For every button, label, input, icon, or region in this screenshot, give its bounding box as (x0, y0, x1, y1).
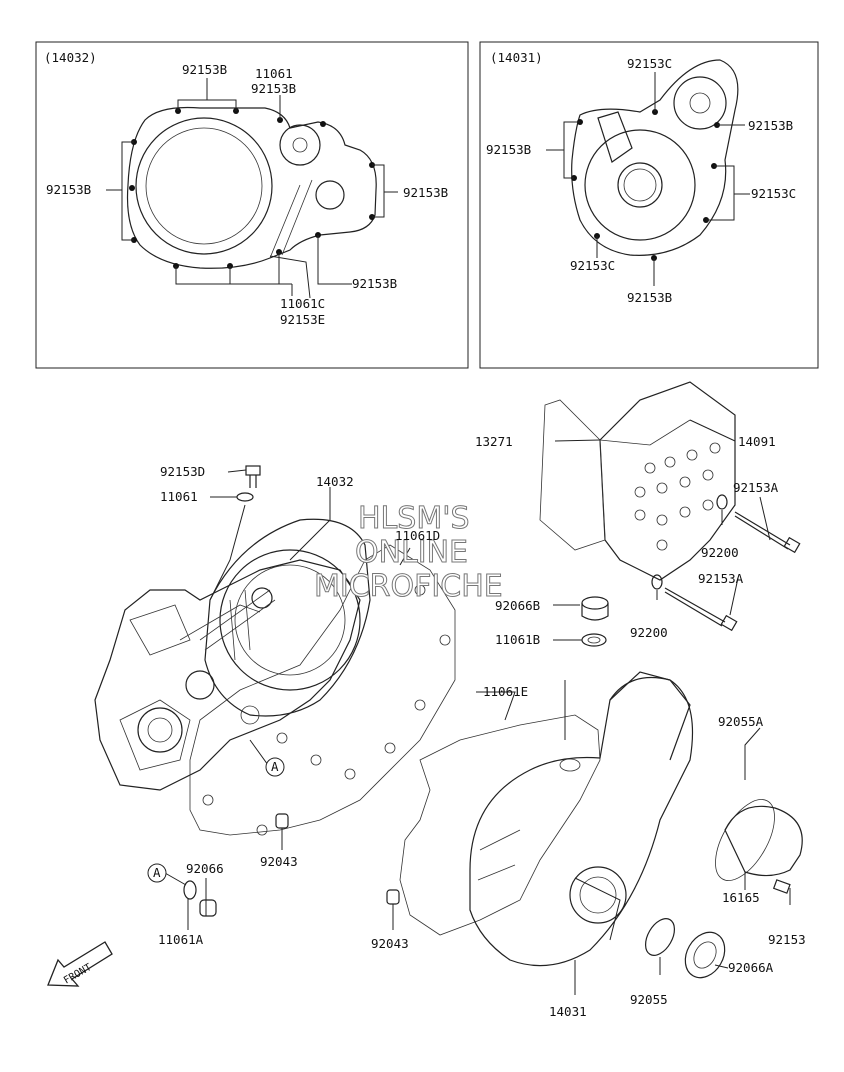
watermark-line3: MICROFICHE (314, 569, 503, 604)
cover-bolts-drawing (651, 494, 801, 632)
label-11061: 11061 (160, 489, 198, 504)
label-14091: 14091 (738, 434, 776, 449)
inset-left: (14032) 92153B 11061 (35, 41, 469, 369)
inset-left-label-bottom-right: 92153B (352, 276, 397, 291)
inset-left-label-left: 92153B (46, 182, 91, 197)
inset-left-oil-filter (279, 124, 321, 166)
marker-a-1: A (265, 757, 285, 777)
watermark-line2: ONLINE (355, 535, 468, 570)
label-11061E: 11061E (483, 684, 528, 699)
inset-right-label-bottom: 92153B (627, 290, 672, 305)
inset-right-stator-hub-inner (623, 168, 657, 202)
part-labels: 13271 14091 92153D 11061 14032 11061D 92… (158, 434, 806, 1019)
front-arrow: FRONT (47, 941, 113, 987)
plug-drawing (581, 596, 609, 647)
marker-a-2: A (147, 863, 167, 883)
marker-a-1-label: A (271, 759, 279, 774)
inset-right-label-right-upper: 92153B (748, 118, 793, 133)
watermark-line1: HLSM'S (358, 501, 470, 536)
inset-left-title: (14032) (44, 50, 97, 65)
main-leaders (164, 419, 791, 995)
inset-right: (14031) 92153C 92153B 92153B 92153C 9215… (479, 41, 819, 369)
inset-right-gear-housing (673, 76, 727, 130)
label-92066A: 92066A (728, 960, 774, 975)
seal-plug-drawing (644, 918, 726, 979)
inset-right-stator-hub (617, 162, 663, 208)
label-92055: 92055 (630, 992, 668, 1007)
label-92066: 92066 (186, 861, 224, 876)
label-92043-2: 92043 (371, 936, 409, 951)
label-92043-1: 92043 (260, 854, 298, 869)
inset-left-label-right: 92153B (403, 185, 448, 200)
inset-left-clutch-ring (135, 117, 273, 255)
inset-right-title: (14031) (490, 50, 543, 65)
inset-left-leaders (106, 78, 398, 299)
front-arrow-shape (47, 941, 113, 987)
inset-left-label-lower1: 11061C (280, 296, 325, 311)
crankcase-drawing (94, 559, 361, 791)
outer-cover-drawing (539, 381, 736, 581)
inset-left-cover-outline (126, 106, 377, 269)
inset-left-frame (35, 41, 469, 369)
label-92200-2: 92200 (630, 625, 668, 640)
label-11061A: 11061A (158, 932, 204, 947)
label-11061D: 11061D (395, 528, 440, 543)
inset-right-label-left: 92153B (486, 142, 531, 157)
label-14031: 14031 (549, 1004, 587, 1019)
inset-left-label-lower2: 92153E (280, 312, 325, 327)
inset-right-stator-ring (584, 129, 696, 241)
label-92153A-2: 92153A (698, 571, 744, 586)
inset-right-label-right: 92153C (751, 186, 796, 201)
label-92153: 92153 (768, 932, 806, 947)
side-cap-drawing (715, 799, 803, 894)
inset-left-oil-filter-center (292, 137, 308, 153)
label-13271: 13271 (475, 434, 513, 449)
outer-cover-holes (634, 442, 721, 551)
inset-right-cover-outline (571, 59, 739, 256)
inset-left-bolts (129, 108, 375, 269)
inset-left-clutch-ring-inner (145, 127, 263, 245)
small-bolt-drawing (236, 465, 261, 502)
inset-right-label-top: 92153C (627, 56, 672, 71)
inset-left-rib (269, 179, 313, 259)
label-16165: 16165 (722, 890, 760, 905)
label-92153A-1: 92153A (733, 480, 779, 495)
inset-left-label-top: 92153B (182, 62, 227, 77)
magneto-cover-drawing (399, 671, 693, 967)
inset-right-leaders (546, 72, 750, 286)
marker-a-2-label: A (153, 865, 161, 880)
inset-right-label-bottom-left: 92153C (570, 258, 615, 273)
inset-right-frame (479, 41, 819, 369)
clutch-cover-drawing (179, 518, 371, 717)
label-11061B: 11061B (495, 632, 540, 647)
label-92153D: 92153D (160, 464, 205, 479)
label-14032: 14032 (316, 474, 354, 489)
inset-left-label-seal-bolt: 92153B (251, 81, 296, 96)
inset-right-gear-center (689, 92, 711, 114)
watermark: HLSM'S ONLINE MICROFICHE (314, 501, 504, 605)
label-92200-1: 92200 (701, 545, 739, 560)
label-92066B: 92066B (495, 598, 540, 613)
inset-right-boss (597, 111, 633, 163)
inset-left-port (315, 180, 345, 210)
clutch-gasket-drawing (189, 544, 456, 836)
label-92055A: 92055A (718, 714, 764, 729)
inset-left-label-seal: 11061 (255, 66, 293, 81)
